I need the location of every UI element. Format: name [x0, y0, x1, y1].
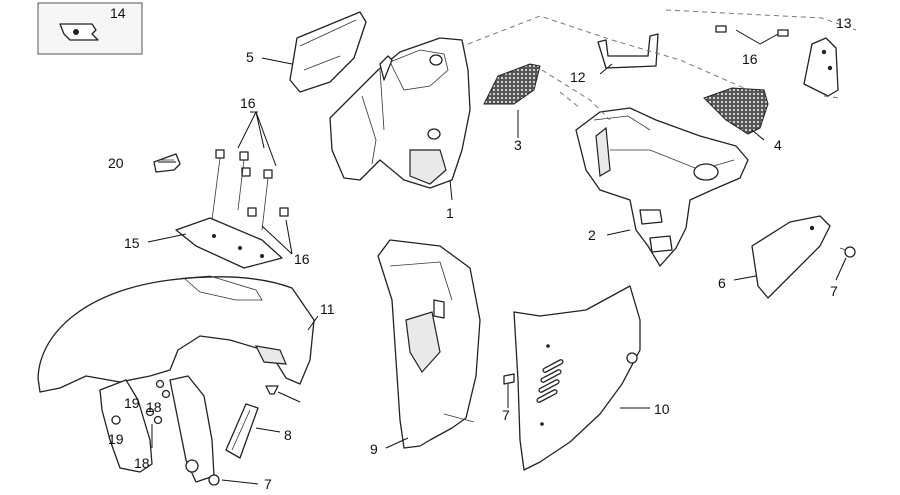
part-13-bracket [803, 37, 839, 97]
callout-11: 11 [320, 301, 335, 317]
callout-10: 10 [654, 401, 670, 417]
part-6-side-cover [751, 215, 831, 299]
callout-8: 8 [284, 427, 292, 443]
dashed-lines [467, 9, 857, 121]
callout-18-top: 18 [146, 399, 162, 415]
part-2-inner-panel [575, 107, 749, 267]
screw-7-mid [503, 373, 515, 385]
callout-4: 4 [774, 137, 782, 153]
callout-13: 13 [836, 15, 852, 31]
screw-16-upper [715, 25, 789, 37]
part-8-reflector [225, 403, 259, 459]
callouts: 14 5 1 3 12 13 16 4 2 6 7 16 20 15 16 11… [108, 5, 852, 492]
callout-15: 15 [124, 235, 140, 251]
part-14-clip-kit [37, 2, 143, 55]
part-12-bracket [597, 33, 659, 69]
screw-7-bottom [208, 474, 220, 486]
callout-9: 9 [370, 441, 378, 457]
part-1-front-fairing [329, 37, 471, 189]
part-5-side-panel [289, 11, 367, 93]
screw-17 [265, 385, 279, 395]
screws-18-19 [145, 379, 171, 425]
callout-1: 1 [446, 205, 454, 221]
part-15-mounting-plate [175, 217, 283, 269]
callout-19-bottom: 19 [108, 431, 124, 447]
screw-7-right [839, 246, 856, 258]
callout-16-upper: 16 [742, 51, 758, 67]
callout-6: 6 [718, 275, 726, 291]
callout-20: 20 [108, 155, 124, 171]
part-20-clip [153, 153, 181, 173]
callout-3: 3 [514, 137, 522, 153]
callout-2: 2 [588, 227, 596, 243]
callout-12: 12 [570, 69, 586, 85]
callout-19-top: 19 [124, 395, 140, 411]
callout-16-top: 16 [240, 95, 256, 111]
part-4-mesh-grille [703, 87, 769, 135]
callout-7-right: 7 [830, 283, 838, 299]
part-9-side-panel [377, 239, 481, 449]
callout-18-bottom: 18 [134, 455, 150, 471]
bolts-16-group [211, 149, 289, 231]
callout-5: 5 [246, 49, 254, 65]
callout-7-mid: 7 [502, 407, 510, 423]
callout-14: 14 [110, 5, 126, 21]
part-11-front-fender [37, 275, 315, 483]
part-3-mesh-grille [483, 63, 541, 105]
callout-16-mid: 16 [294, 251, 310, 267]
part-10-lower-cover [513, 285, 641, 471]
callout-7-bottom: 7 [264, 476, 272, 492]
leader-lines [147, 29, 847, 485]
